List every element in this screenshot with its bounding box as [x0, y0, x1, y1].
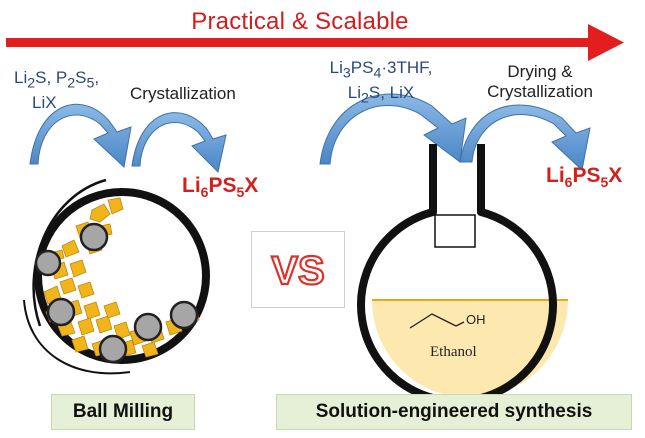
milling-ball: [169, 300, 199, 330]
right-reagent-curved-arrow: [319, 93, 467, 165]
right-reagents: Li3PS4·3THF, Li2S, LiX: [329, 58, 433, 107]
left-reagent-curved-arrow: [29, 103, 132, 168]
right-product: Li6PS5X: [546, 164, 623, 191]
ethanol-structure: [409, 313, 457, 329]
left-step-crystallization: Crystallization: [130, 84, 236, 103]
milling-ball: [79, 222, 109, 252]
milling-balls: [34, 222, 199, 364]
flask-stopper: [434, 214, 476, 248]
milling-ball: [133, 312, 163, 342]
solution-synthesis-label: Solution-engineered synthesis: [276, 394, 632, 430]
scalable-arrow: [6, 24, 624, 61]
round-bottom-flask: [357, 144, 568, 405]
right-step-drying: Drying & Crystallization: [487, 62, 593, 101]
vs-text: VS: [271, 249, 324, 293]
left-reagents: Li2S, P2S5, LiX: [14, 68, 100, 113]
right-drying-curved-arrow: [459, 104, 591, 171]
left-crystallization-curved-arrow: [131, 112, 227, 174]
milling-ball: [98, 334, 128, 364]
ethanol-name-label: Ethanol: [430, 344, 477, 360]
vs-graphic: VS: [270, 248, 326, 294]
ball-milling-label: Ball Milling: [51, 394, 195, 430]
milling-ball: [34, 249, 62, 277]
left-product: Li6PS5X: [182, 174, 259, 201]
banner-title: Practical & Scalable: [191, 8, 409, 35]
ethanol-oh-label: OH: [466, 312, 486, 327]
milling-ball: [46, 297, 76, 327]
vs-box: VS: [251, 231, 345, 308]
